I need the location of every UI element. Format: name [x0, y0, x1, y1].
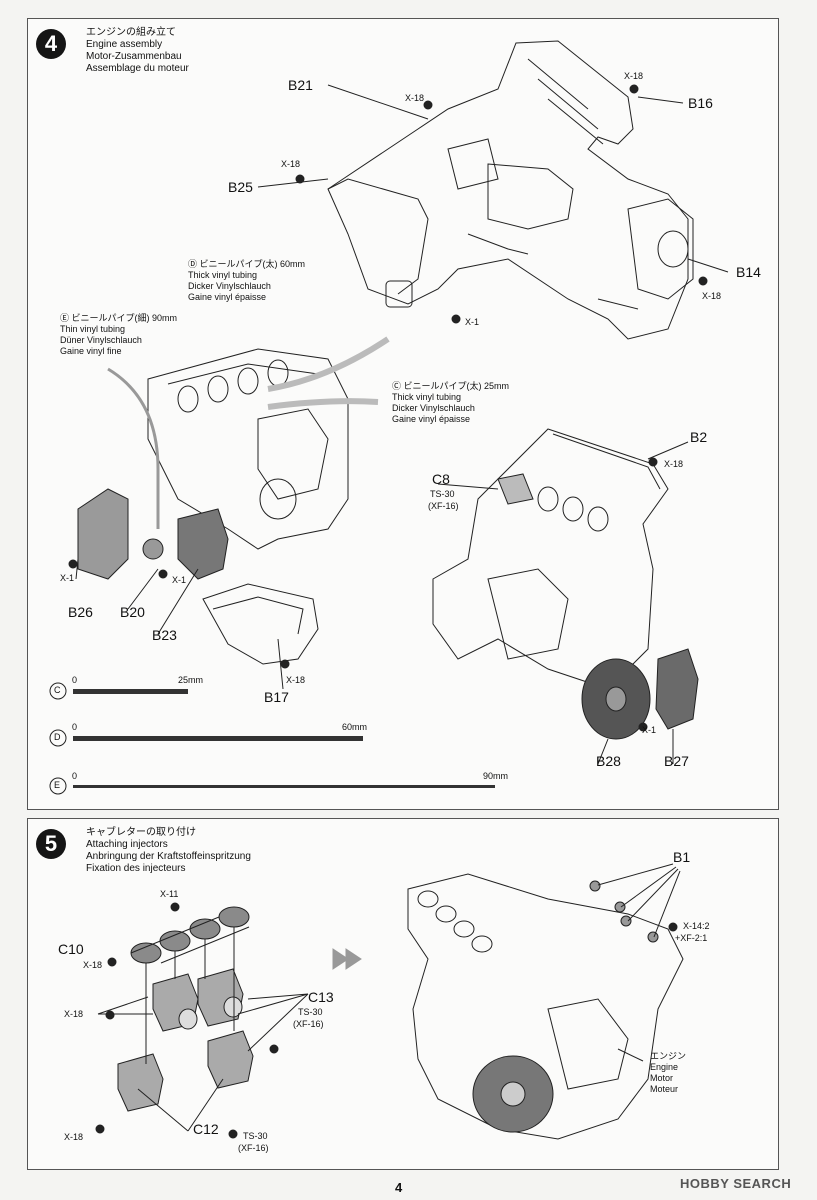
- tube-d-de: Dicker Vinylschlauch: [188, 281, 271, 291]
- screw-label-x18: X-18: [702, 291, 722, 301]
- screw-label-x1: X-1: [465, 317, 480, 327]
- tube-c-note: Ⓒ ビニールパイプ(太) 25mm Thick vinyl tubing Dic…: [392, 381, 509, 425]
- step-5-panel: 5 キャブレターの取り付け Attaching injectors Anbrin…: [27, 818, 779, 1170]
- scale-c-code: C: [54, 685, 61, 695]
- screw-label-x1: X-1: [60, 573, 75, 583]
- part-label-c12: C12: [193, 1121, 219, 1137]
- part-label-c8: C8: [432, 471, 450, 487]
- scale-d-end: 60mm: [342, 722, 368, 732]
- injector-assembly-drawing: [95, 863, 684, 1140]
- part-label-b20: B20: [120, 604, 145, 620]
- step-4-panel: 4 エンジンの組み立て Engine assembly Motor-Zusamm…: [27, 18, 779, 810]
- screw-label-x18: X-18: [624, 71, 644, 81]
- tube-d-jp: ビニールパイプ(太) 60mm: [199, 259, 306, 269]
- title-en: Attaching injectors: [86, 839, 168, 850]
- scale-e-code: E: [54, 780, 61, 790]
- step-title: キャブレターの取り付け Attaching injectors Anbringu…: [86, 827, 251, 875]
- title-jp: キャブレターの取り付け: [86, 827, 196, 838]
- title-de: Motor-Zusammenbau: [86, 51, 182, 62]
- scale-e-end: 90mm: [483, 771, 509, 781]
- paint-ts30: TS-30: [243, 1131, 268, 1141]
- step-title: エンジンの組み立て Engine assembly Motor-Zusammen…: [86, 27, 189, 75]
- scale-d-code: D: [54, 732, 61, 742]
- watermark: HOBBY SEARCH: [680, 1176, 792, 1191]
- part-label-b26: B26: [68, 604, 93, 620]
- screw-label-x18: X-18: [405, 93, 425, 103]
- screw-label-x18: X-18: [83, 960, 103, 970]
- tube-c-en: Thick vinyl tubing: [392, 392, 462, 402]
- scale-c-end: 25mm: [178, 675, 204, 685]
- part-label-b16: B16: [688, 95, 713, 111]
- part-label-c13: C13: [308, 989, 334, 1005]
- engine-de: Motor: [650, 1073, 674, 1083]
- part-label-b23: B23: [152, 627, 177, 643]
- title-en: Engine assembly: [86, 39, 163, 50]
- tube-c-code: Ⓒ: [392, 381, 402, 391]
- tube-e-fr: Gaine vinyl fine: [60, 346, 122, 356]
- screw-label-x18: X-18: [64, 1132, 84, 1142]
- tube-e-note: Ⓔ ビニールパイプ(細) 90mm Thin vinyl tubing Düne…: [60, 313, 177, 357]
- screw-label-x14: X-14:2: [683, 921, 710, 931]
- title-jp: エンジンの組み立て: [86, 27, 176, 38]
- screw-label-x18: X-18: [281, 159, 301, 169]
- part-label-c10: C10: [58, 941, 84, 957]
- screw-label-xf2: +XF-2:1: [675, 933, 708, 943]
- step-number: 5: [36, 829, 66, 859]
- part-label-b2: B2: [690, 429, 708, 445]
- engine-assembly-drawing: [49, 40, 729, 795]
- tube-d-fr: Gaine vinyl épaisse: [188, 292, 267, 302]
- tube-d-code: Ⓓ: [188, 259, 198, 269]
- tube-c-jp: ビニールパイプ(太) 25mm: [403, 381, 510, 391]
- tube-e-en: Thin vinyl tubing: [60, 324, 126, 334]
- part-label-b27: B27: [664, 753, 689, 769]
- title-fr: Fixation des injecteurs: [86, 863, 186, 874]
- paint-ts30: TS-30: [430, 489, 455, 499]
- title-fr: Assemblage du moteur: [86, 63, 189, 74]
- scale-d-zero: 0: [72, 722, 78, 732]
- page-number: 4: [395, 1180, 403, 1195]
- part-label-b28: B28: [596, 753, 621, 769]
- screw-label-x1: X-1: [172, 575, 187, 585]
- tube-d-en: Thick vinyl tubing: [188, 270, 258, 280]
- part-label-b1: B1: [673, 849, 691, 865]
- engine-fr: Moteur: [650, 1084, 679, 1094]
- step-number: 4: [36, 29, 66, 59]
- tube-d-note: Ⓓ ビニールパイプ(太) 60mm Thick vinyl tubing Dic…: [188, 259, 305, 303]
- tube-c-fr: Gaine vinyl épaisse: [392, 414, 471, 424]
- part-label-b25: B25: [228, 179, 253, 195]
- paint-xf16: (XF-16): [238, 1143, 269, 1153]
- engine-jp: エンジン: [650, 1051, 687, 1061]
- tube-e-code: Ⓔ: [60, 313, 70, 323]
- paint-xf16: (XF-16): [428, 501, 459, 511]
- screw-label-x11: X-11: [160, 889, 179, 899]
- tube-e-de: Düner Vinylschlauch: [60, 335, 142, 345]
- part-label-b17: B17: [264, 689, 289, 705]
- screw-label-x18: X-18: [664, 459, 684, 469]
- part-label-b14: B14: [736, 264, 761, 280]
- tube-e-jp: ビニールパイプ(細) 90mm: [71, 313, 178, 323]
- engine-label: エンジン Engine Motor Moteur: [650, 1051, 686, 1095]
- screw-label-x18: X-18: [286, 675, 306, 685]
- screw-label-x1: X-1: [642, 725, 657, 735]
- part-label-b21: B21: [288, 77, 313, 93]
- paint-xf16: (XF-16): [293, 1019, 324, 1029]
- paint-ts30: TS-30: [298, 1007, 323, 1017]
- scale-e-zero: 0: [72, 771, 78, 781]
- title-de: Anbringung der Kraftstoffeinspritzung: [86, 851, 251, 862]
- engine-en: Engine: [650, 1062, 679, 1072]
- scale-c-zero: 0: [72, 675, 78, 685]
- tube-c-de: Dicker Vinylschlauch: [392, 403, 475, 413]
- screw-label-x18: X-18: [64, 1009, 84, 1019]
